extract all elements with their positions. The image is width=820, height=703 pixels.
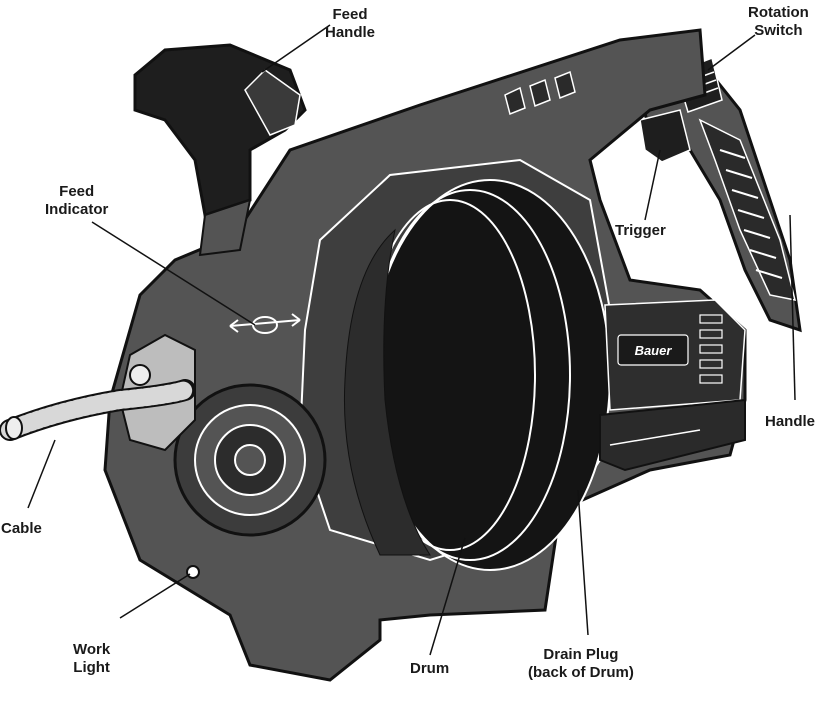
brand-logo: Bauer	[635, 343, 673, 358]
work-light	[186, 565, 200, 579]
leader-work-light	[119, 573, 191, 619]
drum-face	[343, 228, 431, 556]
leader-cable	[27, 439, 56, 509]
top-vents	[504, 70, 576, 116]
leader-feed-indicator	[91, 221, 256, 326]
brand-plate	[617, 334, 689, 366]
label-rotation-switch: Rotation Switch	[748, 4, 809, 39]
label-feed-indicator: Feed Indicator	[45, 183, 109, 218]
leader-handle	[789, 214, 796, 401]
label-drain-plug: Drain Plug (back of Drum)	[528, 646, 634, 681]
label-feed-handle: Feed Handle	[325, 6, 376, 41]
battery-vents	[699, 314, 723, 384]
label-handle: Handle	[765, 413, 816, 430]
leader-drain-plug	[577, 489, 589, 636]
label-cable: Cable	[1, 520, 42, 537]
leader-feed-handle	[261, 24, 331, 73]
leader-trigger	[644, 149, 661, 221]
label-drum: Drum	[410, 660, 450, 677]
leader-rotation-switch	[707, 34, 756, 71]
feed-indicator	[229, 313, 301, 334]
handle-grip	[698, 118, 797, 301]
trigger	[639, 109, 691, 163]
leader-drum	[429, 537, 466, 656]
leader-lines	[27, 24, 796, 656]
label-trigger: Trigger	[615, 222, 666, 239]
label-work-light: Work Light	[73, 641, 111, 676]
grip-ridges	[719, 149, 783, 279]
